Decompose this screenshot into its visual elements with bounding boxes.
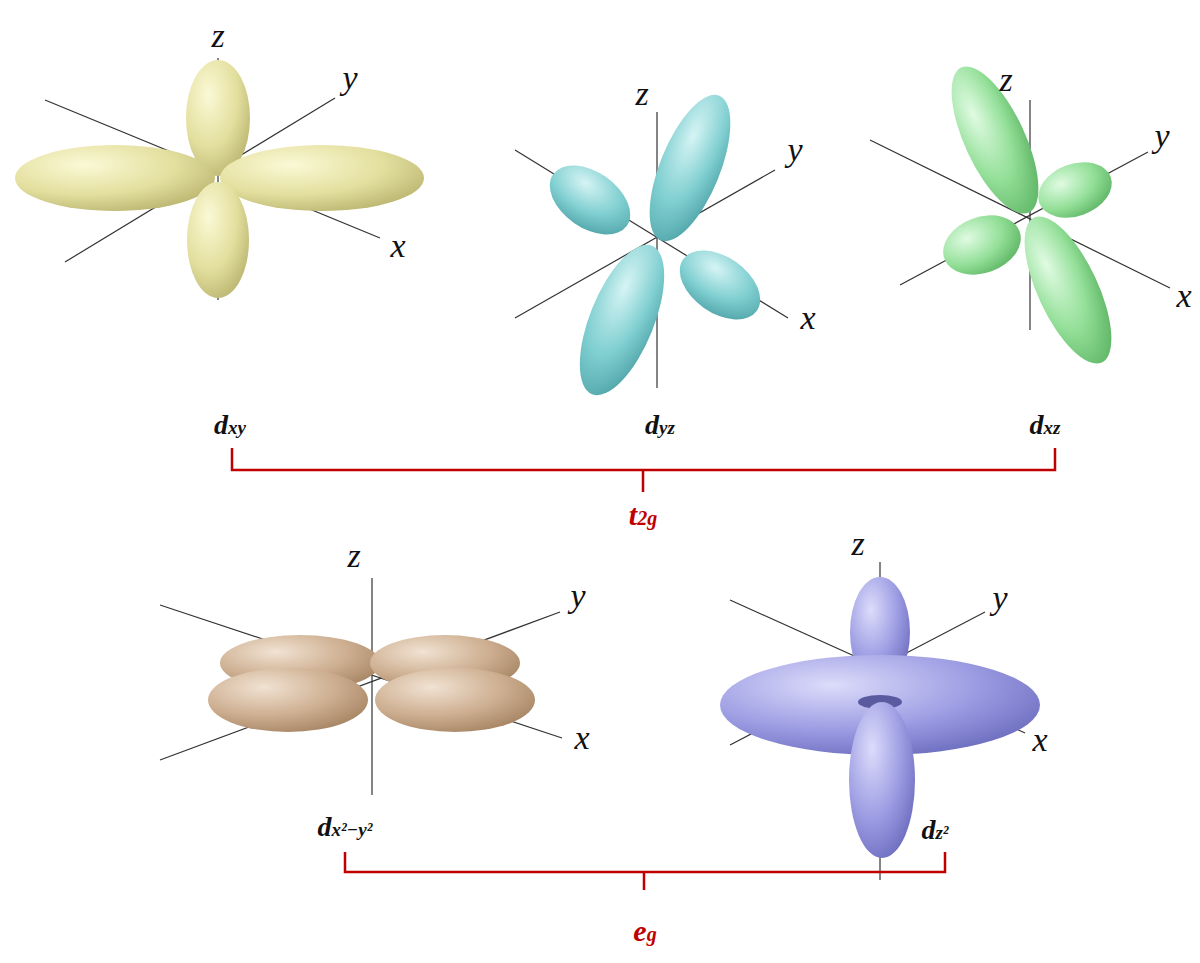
axis-label: x [1032,721,1047,758]
axis-label: y [992,579,1007,616]
orbital-name: dx²−y² [318,812,373,843]
axis-label: z [851,525,864,562]
orbital-name: dz² [921,815,948,846]
group-bracket [232,448,1055,492]
axis-label: x [1176,277,1191,314]
dxy-lobes [15,60,424,298]
axis-label: z [347,537,360,574]
axis-label: y [570,577,585,614]
group-label: t2g [629,498,657,531]
orbital-name: dxy [214,410,246,441]
dyz-lobes [537,84,773,406]
orbital-name: dxz [1030,410,1061,441]
axis-label: y [1154,117,1169,154]
axis-label: y [787,131,802,168]
axis-label: x [574,719,589,756]
axes [160,578,562,795]
axis-label: z [635,75,648,112]
dx2y2-lobes [208,635,535,732]
axis-label: x [800,299,815,336]
orbital-name: dyz [645,410,675,441]
axis-label: y [342,59,357,96]
axis-label: x [390,227,405,264]
axis-label: z [211,17,224,54]
dz2-lobes [720,577,1040,858]
dxz-lobes [934,55,1129,375]
group-bracket [345,852,945,890]
group-label: eg [633,914,656,947]
axis-label: z [999,61,1012,98]
